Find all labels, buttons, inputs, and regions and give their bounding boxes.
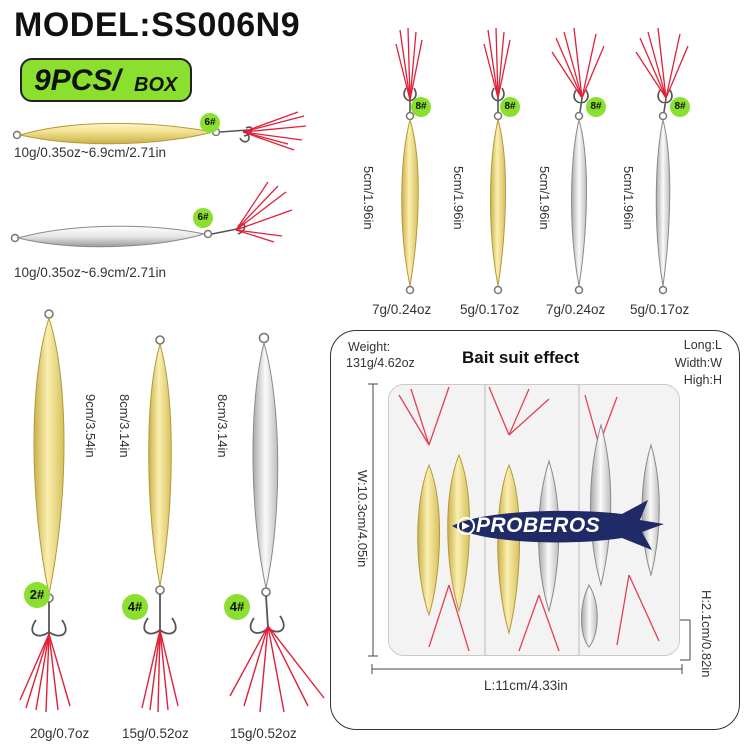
brand-name: PROBEROS (476, 514, 601, 537)
legend-long: Long:L (683, 338, 722, 352)
lure-length-label: 5cm/1.96in (361, 166, 376, 230)
width-dimension-label: W:10.3cm/4.05in (355, 470, 370, 568)
box-title: Bait suit effect (462, 348, 580, 367)
lure-spec-label: 10g/0.35oz~6.9cm/2.71in (14, 265, 166, 280)
vertical-lure-gold (483, 27, 511, 295)
horizontal-lure-gold (12, 111, 307, 151)
large-lure-gold (141, 335, 179, 713)
lure-length-label: 5cm/1.96in (451, 166, 466, 230)
box-weight-value: 131g/4.62oz (346, 356, 415, 370)
vertical-lure-silver (551, 27, 605, 295)
lure-weight-label: 7g/0.24oz (372, 302, 432, 317)
hook-size-badge: 6# (193, 208, 213, 228)
model-title: MODEL:SS006N9 (14, 6, 301, 44)
hook-size-badge: 8# (500, 97, 520, 117)
brand-logo: PROBEROS (452, 500, 664, 550)
lure-length-label: 8cm/3.14in (117, 394, 132, 458)
large-lure-silver (229, 332, 325, 713)
legend-high: High:H (683, 373, 722, 387)
lure-weight-label: 20g/0.7oz (30, 726, 90, 741)
lure-weight-label: 7g/0.24oz (546, 302, 606, 317)
hook-size-badge: 4# (122, 594, 148, 620)
lure-length-label: 9cm/3.54in (83, 394, 98, 458)
lure-length-label: 5cm/1.96in (537, 166, 552, 230)
length-dimension-line (371, 664, 683, 674)
lure-spec-label: 10g/0.35oz~6.9cm/2.71in (14, 145, 166, 160)
legend-width: Width:W (674, 356, 722, 370)
box-weight-label: Weight: (348, 340, 391, 354)
hook-size-badge: 8# (670, 97, 690, 117)
lure-weight-label: 5g/0.17oz (460, 302, 520, 317)
piece-count-unit: BOX (134, 74, 178, 96)
horizontal-lure-silver (10, 181, 293, 248)
width-dimension-line (368, 383, 378, 657)
lure-length-label: 5cm/1.96in (621, 166, 636, 230)
lure-weight-label: 15g/0.52oz (230, 726, 297, 741)
hook-size-badge: 6# (200, 113, 220, 133)
piece-count: 9PCS/ (34, 64, 121, 97)
lure-length-label: 8cm/3.14in (215, 394, 230, 458)
hook-size-badge: 8# (586, 97, 606, 117)
height-dimension-label: H:2.1cm/0.82in (699, 590, 714, 678)
height-dimension-line (680, 619, 691, 661)
pieces-per-box-badge: 9PCS/ BOX (20, 58, 192, 102)
hook-size-badge: 8# (411, 97, 431, 117)
hook-size-badge: 2# (24, 582, 50, 608)
large-lure-gold (19, 309, 71, 713)
length-dimension-label: L:11cm/4.33in (484, 678, 568, 693)
lure-weight-label: 5g/0.17oz (630, 302, 690, 317)
bait-box-panel (330, 330, 740, 730)
hook-size-badge: 4# (224, 594, 250, 620)
vertical-lure-gold (395, 27, 423, 295)
lure-weight-label: 15g/0.52oz (122, 726, 189, 741)
vertical-lure-silver (635, 27, 689, 295)
